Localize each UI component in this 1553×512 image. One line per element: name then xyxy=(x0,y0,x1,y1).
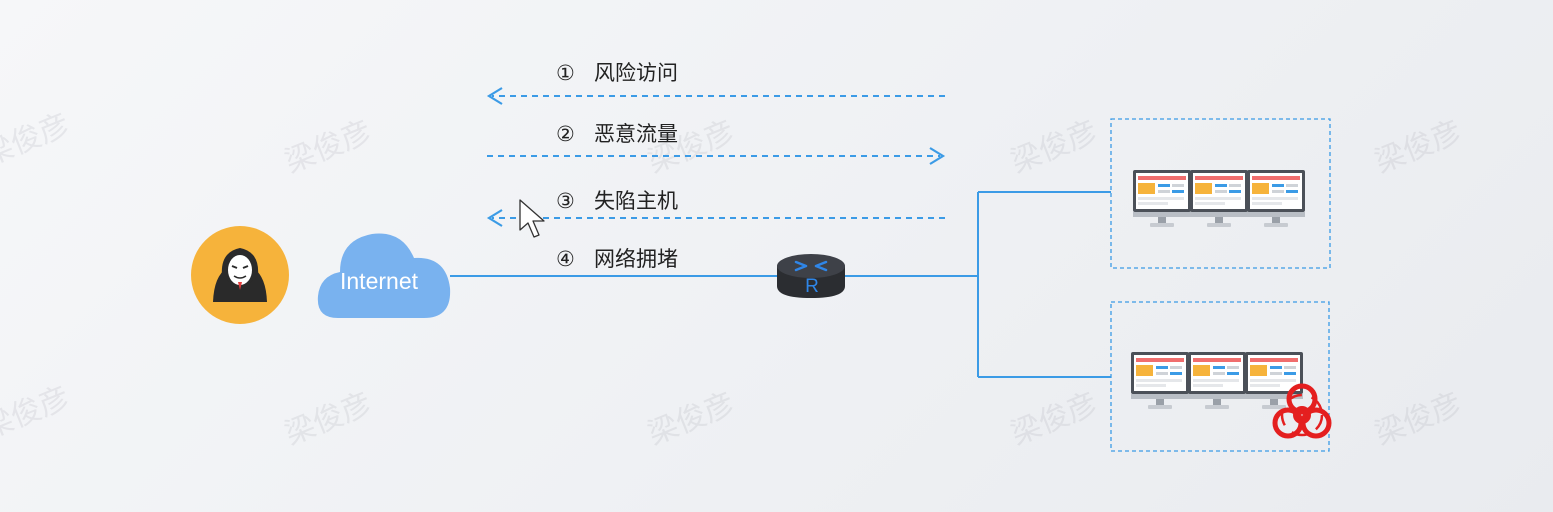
server-group-2 xyxy=(1110,301,1330,452)
legend-item-network-congestion: ④ 网络拥堵 xyxy=(556,243,678,273)
arrow-compromised-host xyxy=(486,209,945,227)
router-node xyxy=(777,254,845,298)
arrow-malicious-traffic xyxy=(487,147,946,165)
internet-label: Internet xyxy=(340,268,418,294)
legend-item-compromised-host: ③ 失陷主机 xyxy=(556,185,678,215)
server-group-1 xyxy=(1110,118,1331,269)
legend-label: 网络拥堵 xyxy=(594,247,678,271)
legend-item-risk-access: ① 风险访问 xyxy=(556,57,678,87)
arrow-risk-access xyxy=(486,87,945,105)
legend-number: ③ xyxy=(556,189,575,213)
legend-label: 风险访问 xyxy=(594,61,678,85)
router-label: R xyxy=(805,276,819,297)
legend-label: 恶意流量 xyxy=(594,122,678,146)
legend-number: ② xyxy=(556,122,575,146)
network-links xyxy=(450,191,1111,378)
legend-item-malicious-traffic: ② 恶意流量 xyxy=(556,118,678,148)
mouse-cursor-icon xyxy=(519,199,545,238)
internet-cloud xyxy=(317,233,451,318)
legend-number: ④ xyxy=(556,247,575,271)
legend-label: 失陷主机 xyxy=(594,189,678,213)
attacker-node xyxy=(191,226,289,324)
legend-number: ① xyxy=(556,61,575,85)
biohazard-icon xyxy=(1272,383,1332,439)
